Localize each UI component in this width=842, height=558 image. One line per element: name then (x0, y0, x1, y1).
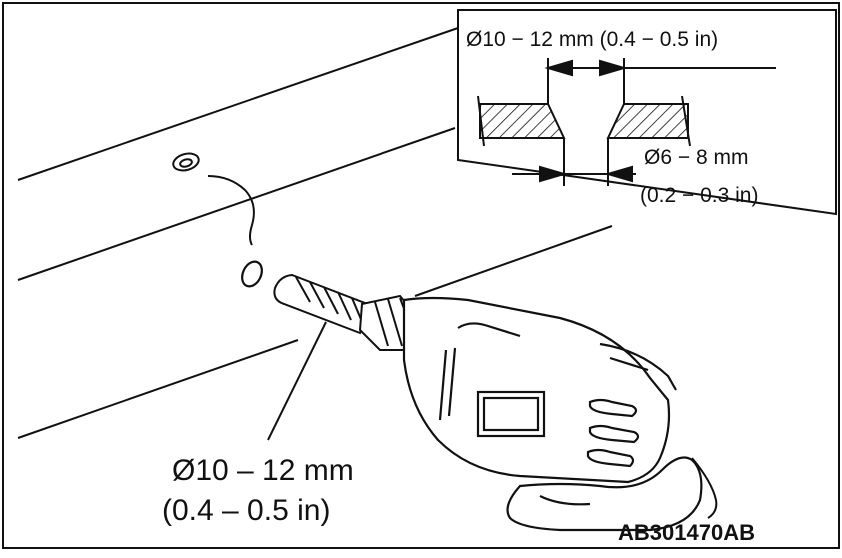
figure-code: AB301470AB (618, 520, 755, 545)
code-leader-line (691, 457, 718, 519)
drill-body (402, 296, 677, 484)
drilled-hole (241, 260, 263, 288)
outer-diameter-label: Ø10 − 12 mm (0.4 − 0.5 in) (466, 28, 718, 51)
hole-leader-line (207, 175, 255, 246)
drill-label-leader (267, 321, 327, 441)
inner-dimension (512, 138, 636, 186)
inner-diameter-label-mm: Ø6 − 8 mm (644, 146, 748, 169)
drill-bit (273, 273, 372, 335)
inner-diameter-label-in: (0.2 − 0.3 in) (640, 184, 758, 207)
inset-detail: Ø10 − 12 mm (0.4 − 0.5 in) Ø6 − 8 mm (0.… (457, 9, 837, 216)
drill-diameter-label-in: (0.4 – 0.5 in) (162, 494, 330, 527)
operator-hand (506, 456, 703, 532)
panel-edges (17, 27, 613, 439)
drill-diameter-label-mm: Ø10 – 12 mm (172, 454, 354, 487)
existing-hole (172, 152, 200, 172)
outer-dimension (544, 58, 776, 104)
